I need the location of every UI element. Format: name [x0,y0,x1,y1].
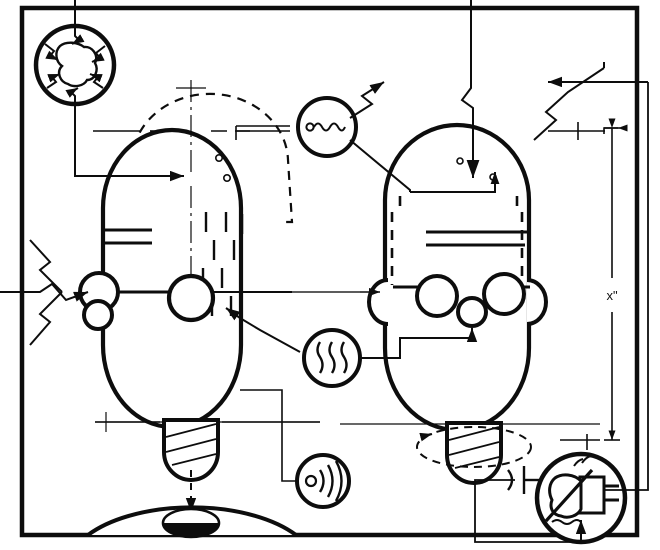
leader-line-network [0,0,649,543]
leader-heat-to-left-tip [225,307,241,321]
motion-ticks [573,455,592,467]
left-head-hatch-field [201,212,244,316]
capacitor-symbol [507,466,540,494]
right-head-eye-left [415,274,459,318]
left-head-mark-circle-1 [215,154,224,163]
left-head-brow-lines [104,228,152,245]
leader-thread-branch [410,172,500,193]
leader-plug-bottom-run [474,479,581,543]
plug-prongs [604,484,619,502]
heat-wave-lines [316,341,348,374]
right-head-outline [382,122,532,433]
plug-body [578,475,606,515]
lightning-leader-upper-right [533,67,605,141]
right-head-dashed-sides [390,212,524,285]
right-head-mark-circle-1 [456,157,464,165]
lightning-incoming-upper [29,239,63,293]
left-head-outline [100,127,244,430]
right-head-eye-right [482,272,526,316]
lightning-leader-upper-left [349,81,385,119]
lightning-leader-top [460,0,480,178]
sound-source-circle [304,474,318,488]
thread-head-circle [305,122,315,132]
callout-circle-no-wet-hands[interactable] [534,451,628,545]
dimension-x [604,118,620,441]
right-reference-marks [548,122,628,140]
callout-circle-heat[interactable] [302,328,362,388]
ground-hole-fill [163,523,219,537]
left-head-neck [162,418,220,482]
leader-blob-to-left-head [74,104,184,182]
thread-squiggle [313,122,346,132]
right-head-ear-right [526,278,548,326]
blob-shape [55,41,98,88]
right-head-ear-left [367,278,389,326]
right-head-rotation-ellipse [416,426,532,468]
left-head-figure [78,80,320,512]
dimension-label: x" [606,288,618,303]
lightning-incoming-main [0,282,89,302]
leader-heat-to-right [360,328,478,359]
callout-circle-sound[interactable] [295,453,351,509]
sound-wave-arcs [318,460,343,502]
right-head-brow-lines [426,230,528,247]
left-head-dashed-contour [135,92,294,224]
leader-sound-left [240,389,297,482]
left-head-lower-lobe [82,299,114,331]
right-head-figure [340,122,600,485]
callout-circle-blob-impact[interactable] [33,23,117,107]
left-head-mark-circle-2 [223,174,232,183]
ground-dome [86,505,298,539]
rotation-direction-arrow [419,432,433,442]
left-head-neck-hatch [165,423,217,466]
leader-heat-to-left [239,317,301,353]
left-head-nose-circle [166,273,216,323]
dimension-base-marks [560,434,600,450]
left-head-centerline [176,80,206,276]
right-head-nose-circle [456,296,488,328]
callout-circle-thread[interactable] [296,96,358,158]
prohibition-slash [544,468,594,523]
right-head-top-ticks [398,196,519,206]
lightning-incoming-lower [29,291,63,346]
right-feed-rail [605,82,649,491]
outer-border [19,5,640,538]
